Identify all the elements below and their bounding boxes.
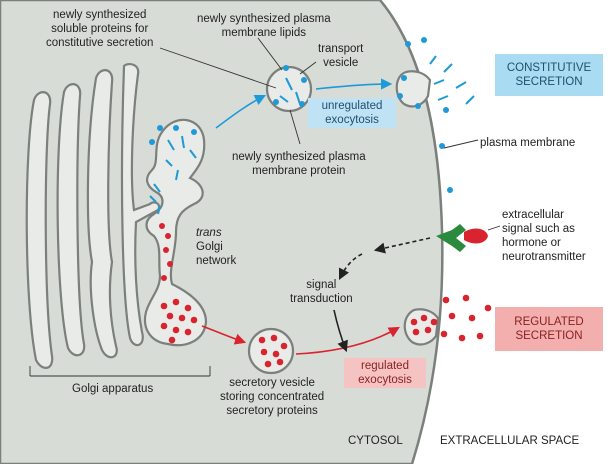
granule-cargo-dot [178, 314, 186, 322]
exocytosed-cargo-dot [410, 318, 418, 326]
exocytosed-cargo-dot [430, 318, 438, 326]
granule-cargo-dot [166, 312, 174, 320]
released-cargo-dot [440, 330, 448, 338]
released-cargo-dot [462, 294, 470, 302]
vesicle-cargo-dot [264, 360, 272, 368]
cytosol-label: CYTOSOL [348, 435, 403, 447]
membrane-protein-dot [173, 125, 179, 131]
released-cargo-dot [484, 304, 492, 312]
extracellular-space-label: EXTRACELLULAR SPACE [440, 435, 580, 447]
signal-to-transduction-arrow [338, 253, 363, 281]
leader-lines [29, 37, 501, 377]
soluble-protein-dash [433, 79, 445, 85]
vesicle-cargo-dot [272, 350, 280, 358]
granule-cargo-dot [172, 326, 180, 334]
membrane-protein-dot [401, 75, 407, 81]
membrane-protein-dot [273, 99, 279, 105]
regulated-exocytosis-site [403, 308, 440, 346]
exocytosed-cargo-dot [424, 326, 432, 334]
membrane-protein-dot [301, 77, 307, 83]
membrane-protein-dot [149, 139, 155, 145]
soluble-protein-dash [165, 159, 173, 167]
membrane-protein-dot [157, 125, 163, 131]
unregulated-exocytosis-arrow [315, 78, 393, 90]
soluble-protein-dash [429, 55, 437, 65]
granule-cargo-dot [184, 304, 192, 312]
granule-cargo-dot [160, 302, 168, 310]
soluble-protein-dash [279, 95, 289, 103]
membrane-protein-dot [299, 101, 305, 107]
membrane-protein-dot [283, 65, 289, 71]
receptor-with-signal [436, 224, 488, 252]
membrane-protein-dot [443, 107, 449, 113]
golgi-apparatus-label: Golgi apparatus [72, 383, 154, 395]
vesicle-cargo-dot [260, 348, 268, 356]
plasma-membrane-label: plasma membrane [480, 137, 576, 149]
membrane-protein-dot [397, 93, 403, 99]
vesicle-cargo-dot [280, 342, 288, 350]
soluble-protein-dash [443, 63, 453, 73]
golgi-apparatus [25, 63, 161, 369]
tgn-cargo-dot [161, 275, 167, 281]
exocytosed-cargo-dot [412, 328, 420, 336]
tgn-cargo-dot [165, 233, 171, 239]
vesicle-cargo-dot [258, 336, 266, 344]
regulated-exocytosis-arrow [295, 326, 400, 355]
released-cargo-dot [442, 296, 450, 304]
membrane-protein-dot [421, 37, 427, 43]
signal-arrow [373, 237, 431, 254]
membrane-protein-dot [439, 143, 445, 149]
released-cargo-dot [458, 334, 466, 342]
released-cargo-dot [448, 312, 456, 320]
soluble-protein-dash [175, 169, 179, 181]
soluble-protein-dash [149, 195, 157, 203]
granule-cargo-dot [168, 336, 176, 344]
membrane-protein-dot [415, 103, 421, 109]
soluble-protein-dash [455, 81, 467, 89]
soluble-protein-dash [437, 95, 449, 101]
released-cargo-dot [476, 332, 484, 340]
soluble-protein-dash [181, 135, 185, 149]
soluble-protein-dash [153, 183, 161, 193]
soluble-protein-dash [465, 95, 475, 105]
trans-golgi-network [143, 118, 208, 347]
vesicle-transport-arrow [215, 94, 267, 129]
tgn-cargo-dot [163, 247, 169, 253]
exocytosed-cargo-dot [420, 314, 428, 322]
soluble-protein-dash [167, 139, 175, 151]
soluble-protein-dash [157, 205, 161, 215]
tgn-cargo-dot [159, 223, 165, 229]
membrane-protein-dot [191, 129, 197, 135]
tgn-cargo-dot [167, 261, 173, 267]
granule-cargo-dot [172, 298, 180, 306]
soluble-protein-dash [189, 149, 197, 159]
vesicle-cargo-dot [276, 358, 284, 366]
granule-cargo-dot [160, 322, 168, 330]
membrane-protein-dot [447, 187, 453, 193]
soluble-protein-dash [285, 77, 293, 91]
secretory-vesicle [247, 327, 295, 375]
soluble-protein-dash [295, 91, 301, 105]
cargo-molecules [149, 37, 492, 368]
membrane-protein-dot [405, 41, 411, 47]
released-cargo-dot [468, 314, 476, 322]
secretory-vesicle-arrow [201, 325, 247, 345]
granule-cargo-dot [190, 316, 198, 324]
transduction-to-exocytosis-arrow [333, 309, 348, 353]
vesicle-cargo-dot [270, 334, 278, 342]
granule-cargo-dot [184, 328, 192, 336]
